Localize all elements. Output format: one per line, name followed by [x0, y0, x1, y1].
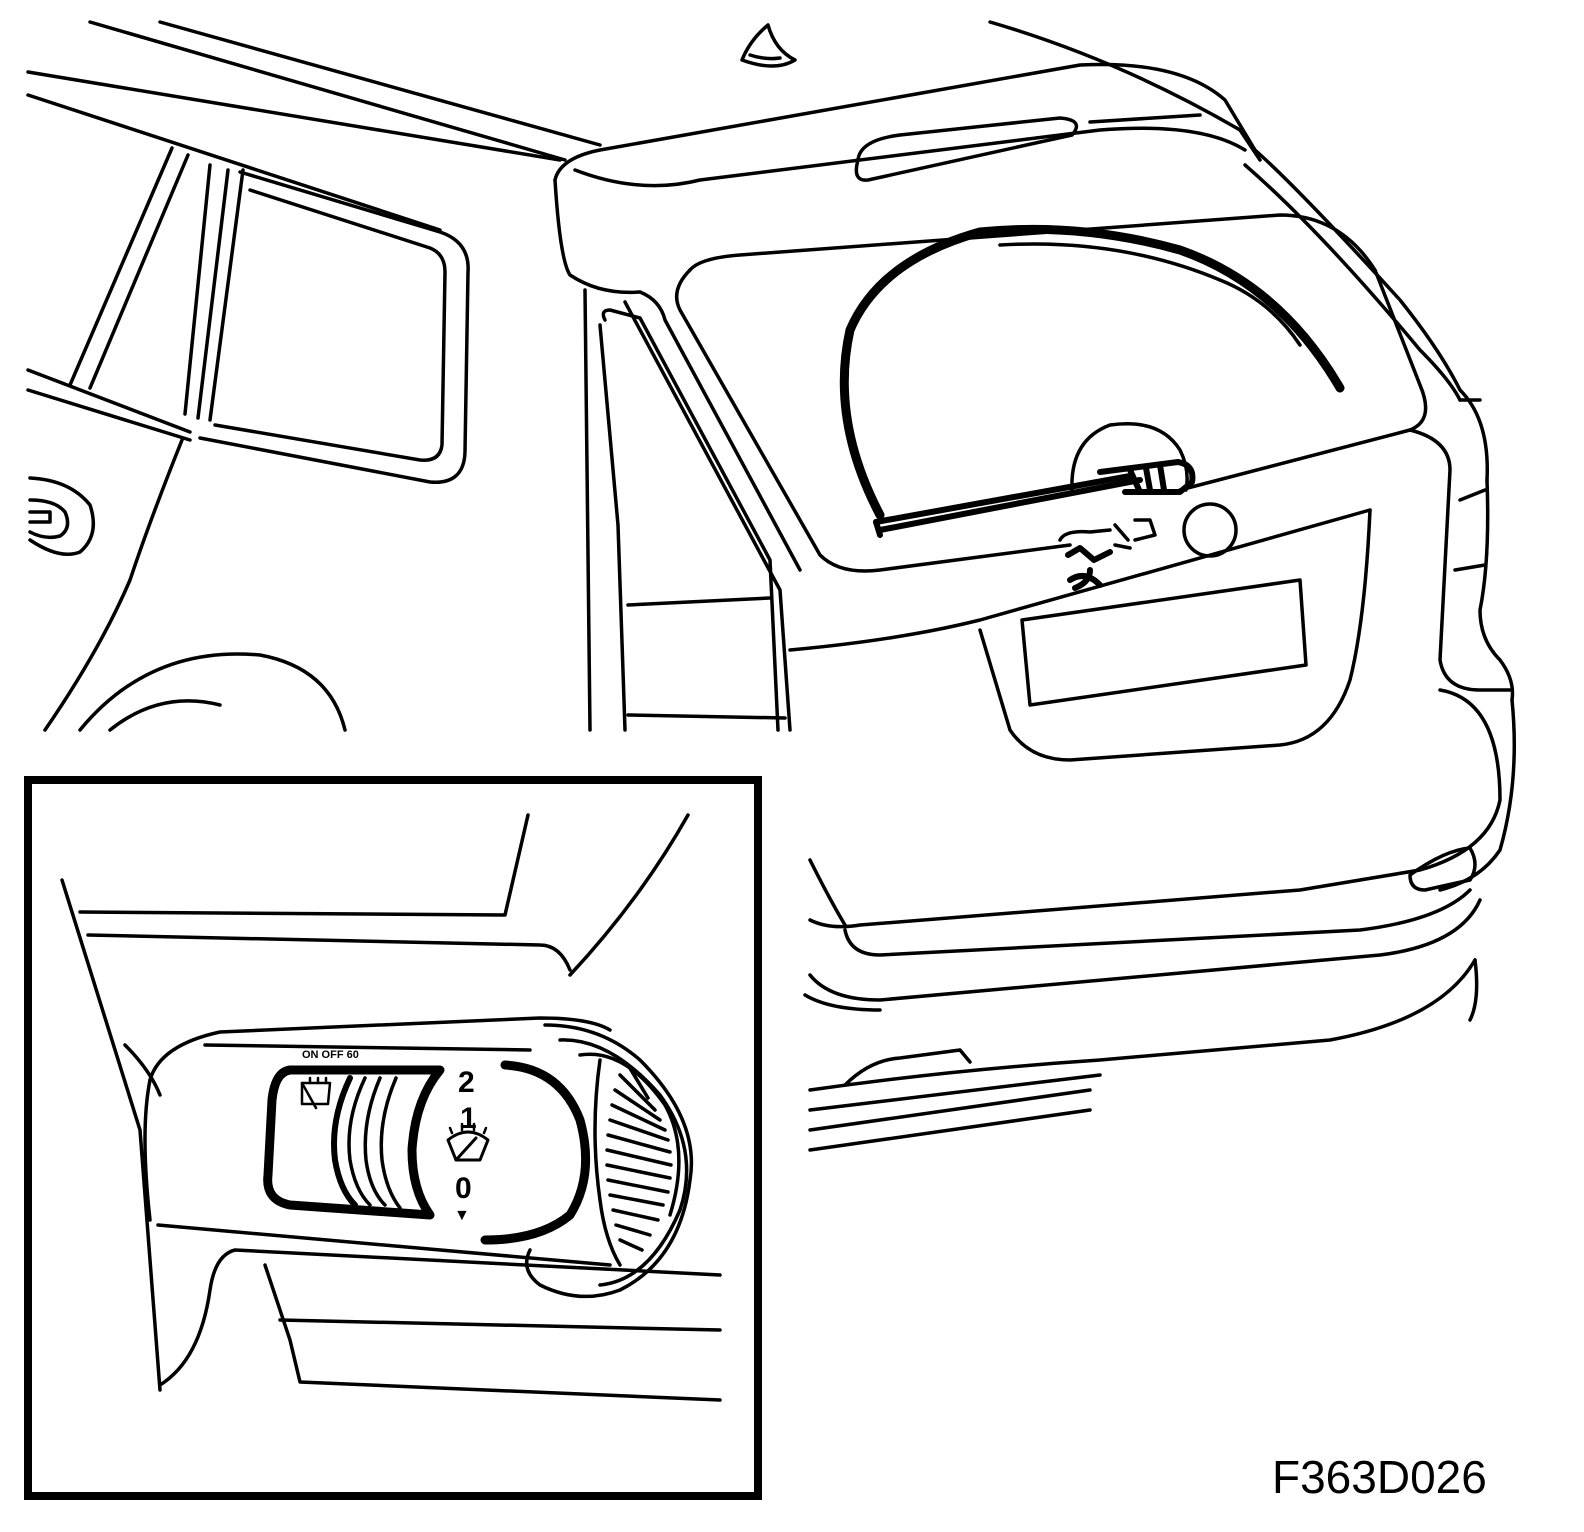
dashboard-panel-outline [60, 813, 722, 1402]
switch-housing [143, 1016, 694, 1299]
selector-collar [480, 1060, 591, 1245]
inset-detail-switch: ON OFF 60 2 1 0 ▼ [24, 776, 762, 1500]
rotary-knob-ribs [605, 1063, 673, 1252]
wiper-mode-labels: ON OFF 60 [302, 1049, 359, 1061]
car-body-outline [26, 20, 1517, 1152]
position-0-label: 0 [455, 1172, 472, 1205]
inset-frame [24, 776, 762, 1500]
rear-wiper-rocker-switch [263, 1065, 445, 1220]
position-pointer: ▼ [454, 1207, 470, 1224]
rear-wiper-icon [300, 1076, 332, 1110]
position-2-label: 2 [458, 1066, 475, 1099]
figure-code: F363D026 [1272, 1451, 1487, 1503]
position-1-label: 1 [460, 1102, 477, 1135]
windscreen-wiper-icon [446, 1122, 490, 1162]
